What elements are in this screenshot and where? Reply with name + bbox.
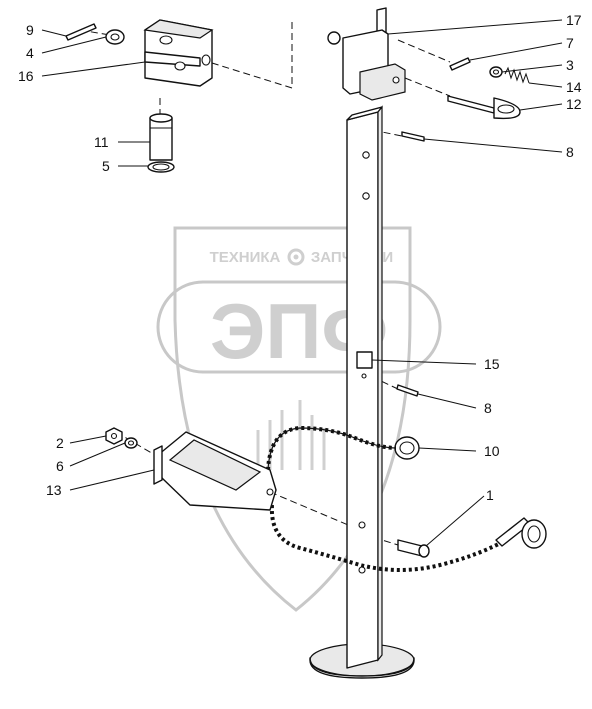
part-1-bolt [397,539,430,558]
callout-16: 16 [18,68,34,84]
callout-10: 10 [484,443,500,459]
part-5-snap-ring [147,161,175,173]
callout-8-lower: 8 [484,400,492,416]
callout-2: 2 [56,435,64,451]
part-2-nut [105,427,123,445]
part-8-pin-lower [396,384,419,397]
chain-upper [266,425,397,471]
callout-15: 15 [484,356,500,372]
part-7-pin [449,57,471,71]
part-15-lock [356,351,373,369]
part-3-washer [489,66,503,78]
callout-3: 3 [566,57,574,73]
part-12-handle-pin [447,95,521,120]
wheat-emblem [256,400,326,470]
callout-14: 14 [566,79,582,95]
part-4-washer [105,29,125,45]
callout-6: 6 [56,458,64,474]
watermark-top-text: ТЕХНИКА [210,249,281,266]
watermark-main-frame [156,280,442,374]
callout-7: 7 [566,35,574,51]
part-10-ring [394,436,420,460]
part-6-washer [124,437,138,449]
leader-lines [41,19,563,547]
callout-17: 17 [566,12,582,28]
callout-8-upper: 8 [566,144,574,160]
callout-13: 13 [46,482,62,498]
callout-labels: 9 4 16 11 5 17 7 3 14 12 8 15 8 10 2 6 1… [18,12,582,503]
part-13-bracket [153,431,277,511]
callout-9: 9 [26,22,34,38]
gear-icon [287,248,305,266]
top-bracket [327,29,406,101]
callout-11: 11 [94,134,109,150]
chain-lower [269,504,511,572]
part-9-cotter-pin [65,23,97,41]
watermark-shield-outline [173,226,412,612]
callout-4: 4 [26,45,34,61]
lynch-pin [495,517,547,549]
part-11-roller [149,113,173,161]
part-8-pin-upper [401,131,425,142]
callout-5: 5 [102,158,110,174]
stand-post [309,105,415,679]
part-16-clevis [143,19,214,87]
callout-1: 1 [486,487,494,503]
watermark: ТЕХНИКА ЗАПЧАСТИ ЭПФ [156,226,442,612]
callout-12: 12 [566,96,582,112]
